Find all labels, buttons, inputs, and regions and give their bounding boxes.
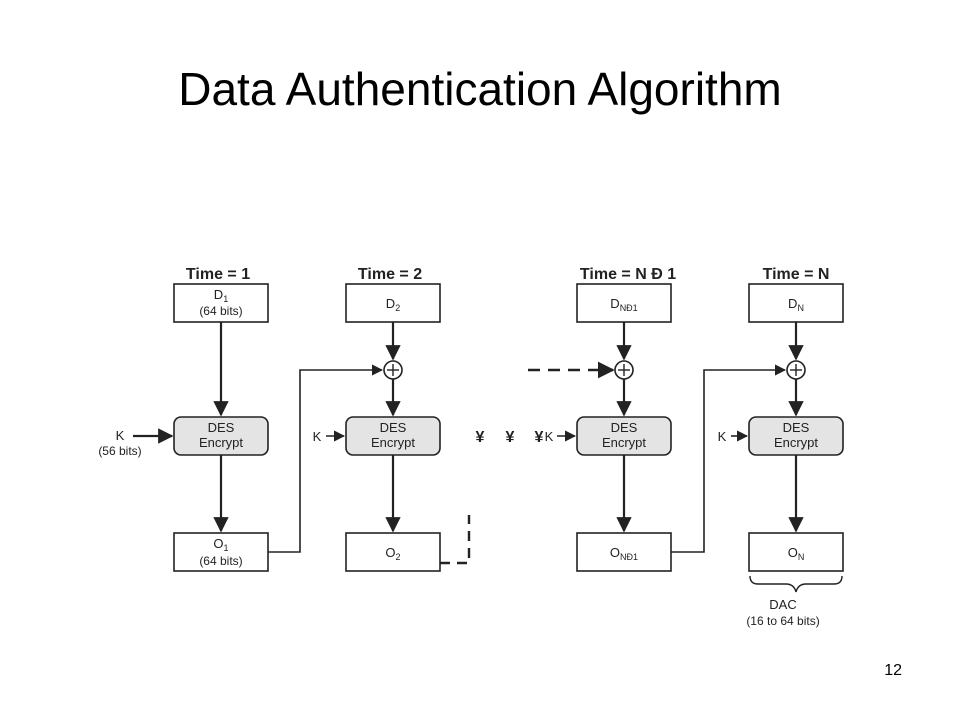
dac-brace xyxy=(749,575,843,593)
time-label-n: Time = N xyxy=(763,266,830,283)
encrypt-label-2: Encrypt xyxy=(371,435,415,450)
input-label-2: D2 xyxy=(386,296,400,313)
output-box-n-minus-1 xyxy=(576,532,672,572)
input-label-n: DN xyxy=(788,296,804,313)
input-note-1: (64 bits) xyxy=(199,304,242,318)
time-label-n-minus-1: Time = N Ð 1 xyxy=(580,266,676,283)
output-label-n: ON xyxy=(788,545,805,562)
key-label-1: K xyxy=(116,428,125,443)
output-box-2 xyxy=(345,532,441,572)
des-label-n: DES xyxy=(783,420,810,435)
input-box-1 xyxy=(173,283,269,323)
input-label-n-minus-1: DNÐ1 xyxy=(610,296,637,313)
ellipsis-mark-2: ¥ xyxy=(506,429,515,446)
input-box-2 xyxy=(345,283,441,323)
des-label-2: DES xyxy=(380,420,407,435)
input-box-n-minus-1 xyxy=(576,283,672,323)
xor-node-2 xyxy=(383,360,403,380)
encrypt-label-n-minus-1: Encrypt xyxy=(602,435,646,450)
feedback-o1-to-xor-2 xyxy=(268,364,384,553)
time-label-1: Time = 1 xyxy=(186,266,250,283)
ellipsis-mark-1: ¥ xyxy=(476,429,485,446)
page-number: 12 xyxy=(884,662,902,679)
output-box-n xyxy=(748,532,844,572)
ellipsis-mark-3: ¥ xyxy=(535,429,544,446)
output-label-1: O1 xyxy=(213,536,228,553)
encrypt-label-1: Encrypt xyxy=(199,435,243,450)
key-label-n: K xyxy=(718,429,727,444)
key-note-1: (56 bits) xyxy=(98,444,141,458)
key-label-n-minus-1: K xyxy=(545,429,554,444)
output-note-1: (64 bits) xyxy=(199,554,242,568)
dac-size-label: (16 to 64 bits) xyxy=(746,614,819,628)
encrypt-label-n: Encrypt xyxy=(774,435,818,450)
dashed-continuation-from-o2 xyxy=(440,515,471,565)
feedback-on-minus-1-to-xor-n xyxy=(671,364,787,553)
input-label-1: D1 xyxy=(214,287,228,304)
dac-label: DAC xyxy=(769,597,796,612)
des-label-n-minus-1: DES xyxy=(611,420,638,435)
key-label-2: K xyxy=(313,429,322,444)
xor-node-n-minus-1 xyxy=(614,360,634,380)
xor-node-n xyxy=(786,360,806,380)
des-label-1: DES xyxy=(208,420,235,435)
output-label-n-minus-1: ONÐ1 xyxy=(610,545,638,562)
time-label-2: Time = 2 xyxy=(358,266,422,283)
output-box-1 xyxy=(173,532,269,572)
output-label-2: O2 xyxy=(385,545,400,562)
slide-title: Data Authentication Algorithm xyxy=(178,63,782,115)
